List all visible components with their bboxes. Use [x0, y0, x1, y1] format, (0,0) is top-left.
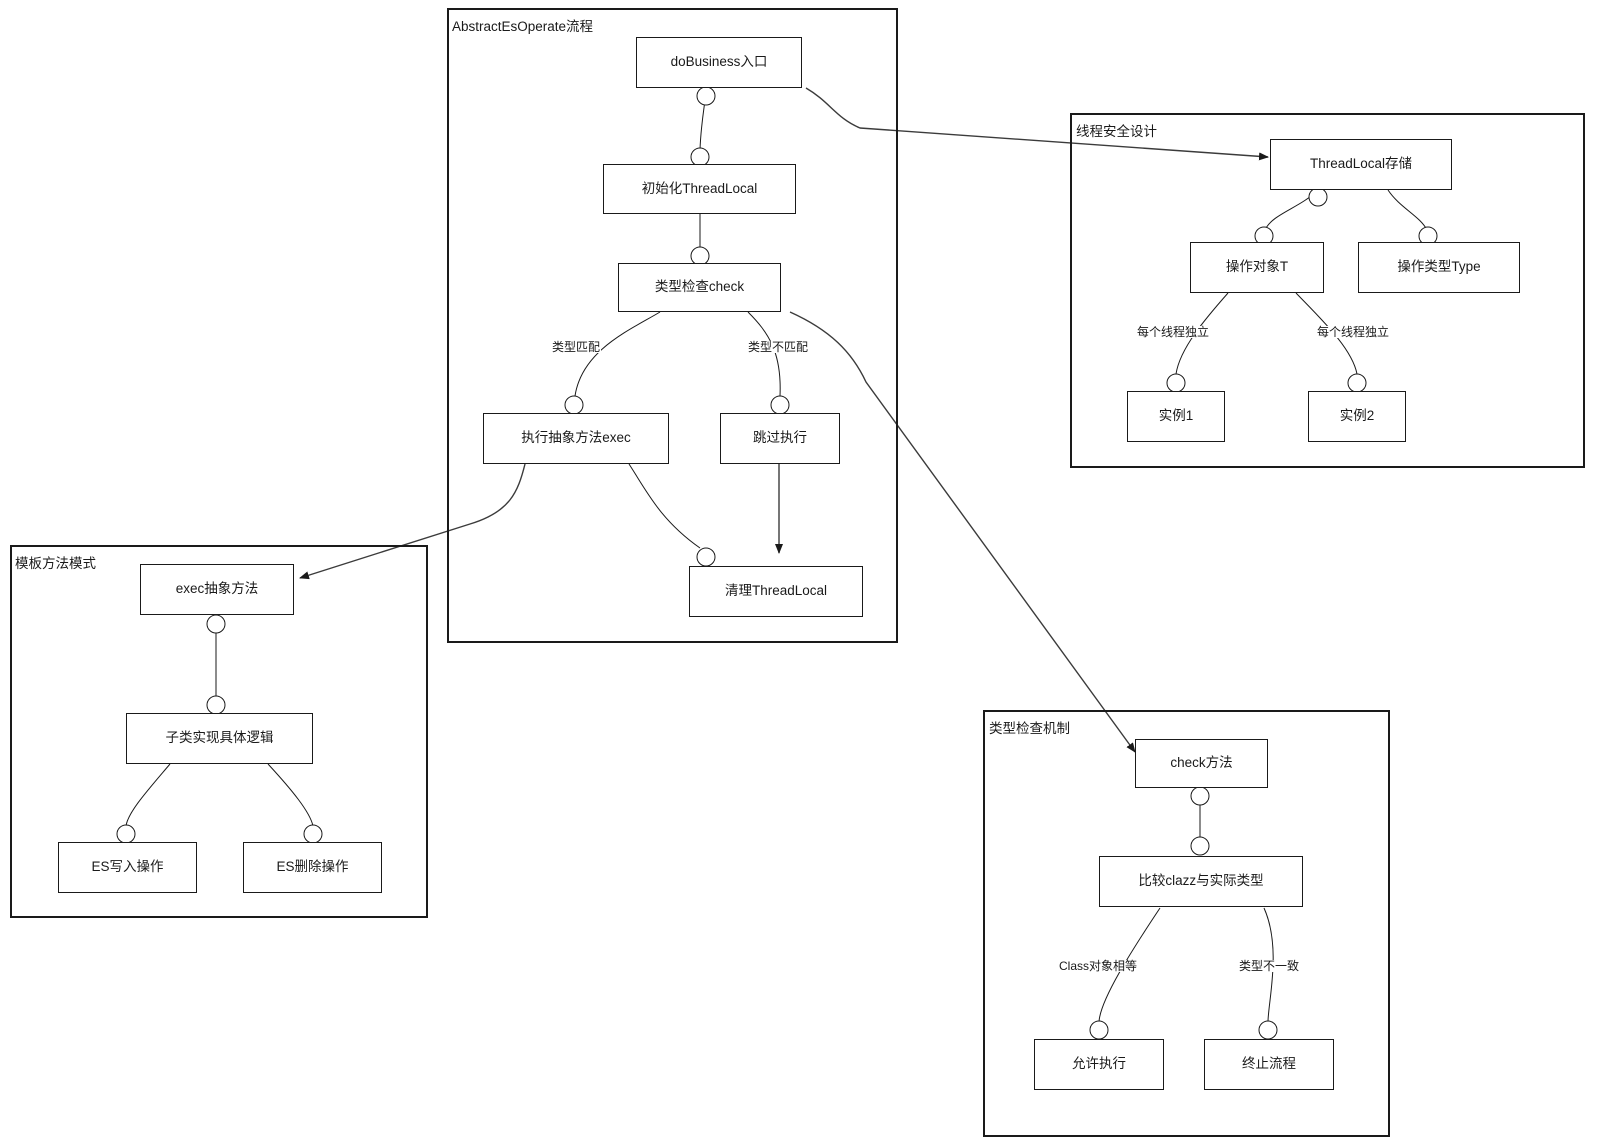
node-do-business-entry[interactable]: doBusiness入口 [636, 37, 802, 88]
node-compare-clazz-actual-type[interactable]: 比较clazz与实际类型 [1099, 856, 1303, 907]
edge-label-type-mismatch: 类型不匹配 [747, 340, 810, 354]
node-allow-execution[interactable]: 允许执行 [1034, 1039, 1164, 1090]
node-operate-object-t[interactable]: 操作对象T [1190, 242, 1324, 293]
node-es-delete-operation[interactable]: ES删除操作 [243, 842, 382, 893]
node-type-check[interactable]: 类型检查check [618, 263, 781, 312]
node-exec-abstract[interactable]: exec抽象方法 [140, 564, 294, 615]
edge-label-type-inconsistent: 类型不一致 [1238, 959, 1301, 973]
node-es-write-operation[interactable]: ES写入操作 [58, 842, 197, 893]
group-type-check-mechanism [983, 710, 1390, 1137]
node-check-method[interactable]: check方法 [1135, 739, 1268, 788]
node-skip-execution[interactable]: 跳过执行 [720, 413, 840, 464]
group-template-method-pattern [10, 545, 428, 918]
edge-label-class-object-equal: Class对象相等 [1058, 959, 1139, 973]
node-instance-1[interactable]: 实例1 [1127, 391, 1225, 442]
node-instance-2[interactable]: 实例2 [1308, 391, 1406, 442]
node-subclass-implementation[interactable]: 子类实现具体逻辑 [126, 713, 313, 764]
node-threadlocal-storage[interactable]: ThreadLocal存储 [1270, 139, 1452, 190]
node-operate-type[interactable]: 操作类型Type [1358, 242, 1520, 293]
group-label-template-method-pattern: 模板方法模式 [15, 556, 96, 571]
node-terminate-flow[interactable]: 终止流程 [1204, 1039, 1334, 1090]
group-label-thread-safety-design: 线程安全设计 [1076, 124, 1157, 139]
group-thread-safety-design [1070, 113, 1585, 468]
node-clean-threadlocal[interactable]: 清理ThreadLocal [689, 566, 863, 617]
node-init-threadlocal[interactable]: 初始化ThreadLocal [603, 164, 796, 214]
node-exec-abstract-method[interactable]: 执行抽象方法exec [483, 413, 669, 464]
edge-label-per-thread-independent-2: 每个线程独立 [1316, 325, 1391, 339]
group-abstract-es-operate-flow [447, 8, 898, 643]
group-label-type-check-mechanism: 类型检查机制 [989, 721, 1070, 736]
group-label-abstract-es-operate-flow: AbstractEsOperate流程 [452, 19, 594, 34]
edge-label-type-match: 类型匹配 [551, 340, 602, 354]
edge-label-per-thread-independent-1: 每个线程独立 [1136, 325, 1211, 339]
